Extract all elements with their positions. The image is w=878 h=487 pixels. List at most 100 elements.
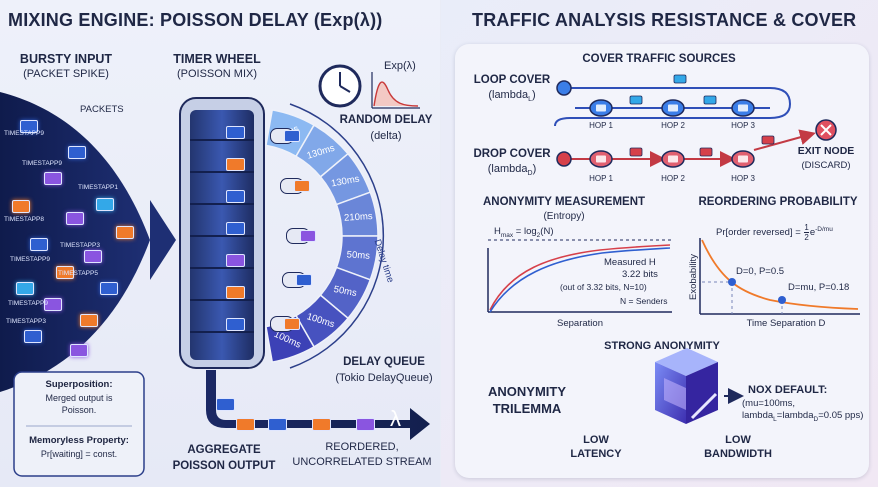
- cover-packet-icon: [761, 135, 775, 145]
- drop-hop-3-label: HOP 3: [731, 174, 755, 183]
- trilemma-cube: [655, 348, 744, 424]
- exp-label: Exp(λ): [384, 60, 416, 72]
- packet-envelope-icon: [68, 146, 86, 159]
- measured-h-note: (out of 3.32 bits, N=10): [560, 282, 647, 292]
- timer-wheel-title: TIMER WHEEL: [173, 52, 261, 66]
- packet-timestamp-label: TIMESTAPP3: [60, 242, 100, 249]
- packet-envelope-icon: [96, 198, 114, 211]
- carried-packet-icon: [284, 130, 300, 142]
- entropy-chart: [487, 239, 672, 313]
- clock-icon: [318, 64, 362, 108]
- memoryless-text: Pr[waiting] = const.: [40, 449, 118, 459]
- memoryless-title: Memoryless Property:: [29, 435, 129, 446]
- loop-hop-3-label: HOP 3: [731, 121, 755, 130]
- funnel-arrow-head: [150, 200, 176, 280]
- loop-cover-title: LOOP COVER: [473, 74, 551, 86]
- packets-label: PACKETS: [80, 104, 124, 115]
- wheel-packet-icon: [226, 286, 245, 299]
- entropy-xlabel: Separation: [557, 318, 603, 329]
- packet-envelope-icon: [44, 298, 62, 311]
- wheel-packet-icon: [226, 158, 245, 171]
- packet-envelope-icon: [70, 344, 88, 357]
- exit-node-subtitle: (DISCARD): [801, 160, 851, 171]
- output-packet-icon: [236, 418, 255, 431]
- output-packet-icon: [216, 398, 235, 411]
- hop-packet-icon: [596, 104, 606, 112]
- senders-note: N = Senders: [620, 296, 668, 306]
- wheel-packet-icon: [226, 318, 245, 331]
- anonymity-measurement-subtitle: (Entropy): [543, 211, 585, 222]
- loop-hop-1-label: HOP 1: [589, 121, 613, 130]
- reordering-point-2: D=mu, P=0.18: [788, 282, 850, 293]
- superposition-title: Superposition:: [45, 379, 113, 390]
- packet-envelope-icon: [116, 226, 134, 239]
- reordering-point-1: D=0, P=0.5: [736, 266, 785, 277]
- packet-envelope-icon: [80, 314, 98, 327]
- reordering-chart: [699, 238, 860, 315]
- bursty-input-subtitle: (PACKET SPIKE): [23, 68, 109, 80]
- drop-cover-title: DROP COVER: [473, 148, 551, 160]
- hop-packet-icon: [738, 155, 748, 163]
- drop-hop-2-label: HOP 2: [661, 174, 685, 183]
- packet-envelope-icon: [30, 238, 48, 251]
- packet-envelope-icon: [56, 266, 74, 279]
- loop-cover-subtitle: (lambdaL): [488, 89, 536, 104]
- measured-h-label: Measured H: [604, 257, 656, 268]
- cover-packet-icon: [673, 74, 687, 84]
- packet-envelope-icon: [100, 282, 118, 295]
- mixing-engine-title: MIXING ENGINE: POISSON DELAY (Exp(λ)): [8, 10, 383, 30]
- reordering-title: REORDERING PROBABILITY: [698, 196, 858, 208]
- delay-value-label: 50ms: [346, 249, 370, 261]
- packet-timestamp-label: TIMESTAPP9: [4, 130, 44, 137]
- hop-packet-icon: [596, 155, 606, 163]
- packet-envelope-icon: [16, 282, 34, 295]
- hop-packet-icon: [668, 155, 678, 163]
- packet-envelope-icon: [12, 200, 30, 213]
- packet-timestamp-label: TIMESTAPP5: [58, 270, 98, 277]
- delay-arc-outline: [289, 103, 385, 369]
- nox-default-title: NOX DEFAULT:: [748, 384, 828, 396]
- reordering-ylabel: Exobability: [688, 254, 699, 300]
- wheel-packet-icon: [226, 222, 245, 235]
- output-packet-icon: [268, 418, 287, 431]
- bursty-funnel-shape: [0, 92, 150, 392]
- output-packet-icon: [356, 418, 375, 431]
- lambda-output-symbol: λ: [390, 406, 401, 431]
- packet-timestamp-label: TIMESTAPP8: [4, 216, 44, 223]
- aggregate-line-2: POISSON OUTPUT: [172, 460, 276, 472]
- packet-timestamp-label: TIMESTAPP9: [22, 160, 62, 167]
- packet-envelope-icon: [20, 120, 38, 133]
- delay-queue-title: DELAY QUEUE: [343, 356, 425, 368]
- reordered-line-2: UNCORRELATED STREAM: [292, 456, 432, 468]
- hmax-formula: Hmax = log2(N): [494, 226, 554, 239]
- carried-packet-icon: [284, 318, 300, 330]
- reordering-xlabel: Time Separation D: [746, 318, 826, 329]
- carried-packet-icon: [296, 274, 312, 286]
- cover-packet-icon: [629, 95, 643, 105]
- timer-wheel-slots: [190, 139, 254, 333]
- packet-timestamp-label: TIMESTAPP3: [6, 318, 46, 325]
- hop-nodes: [589, 74, 775, 168]
- measured-h-value: 3.22 bits: [622, 269, 658, 280]
- delay-value-label: 210ms: [344, 211, 373, 224]
- info-box: [13, 371, 145, 477]
- drop-cover-source: [556, 151, 572, 167]
- hop-packet-icon: [738, 104, 748, 112]
- aggregate-line-1: AGGREGATE: [187, 444, 261, 456]
- traffic-analysis-title: TRAFFIC ANALYSIS RESISTANCE & COVER: [472, 10, 857, 30]
- low-latency-line-2: LATENCY: [570, 448, 622, 460]
- superposition-text-1: Merged output is: [45, 393, 113, 403]
- delay-value-label: 50ms: [333, 284, 358, 299]
- low-bandwidth-line-2: BANDWIDTH: [704, 448, 772, 460]
- random-delay-subtitle: (delta): [370, 130, 402, 142]
- delay-value-label: 130ms: [330, 173, 360, 189]
- packet-timestamp-label: TIMESTAPP9: [10, 256, 50, 263]
- exit-node-icon: [815, 119, 837, 141]
- packet-envelope-icon: [66, 212, 84, 225]
- reordered-line-1: REORDERED,: [325, 441, 399, 453]
- cover-sources-title: COVER TRAFFIC SOURCES: [582, 53, 736, 65]
- delay-queue-subtitle: (Tokio DelayQueue): [335, 372, 433, 384]
- exp-distribution-mini-chart: [371, 72, 420, 109]
